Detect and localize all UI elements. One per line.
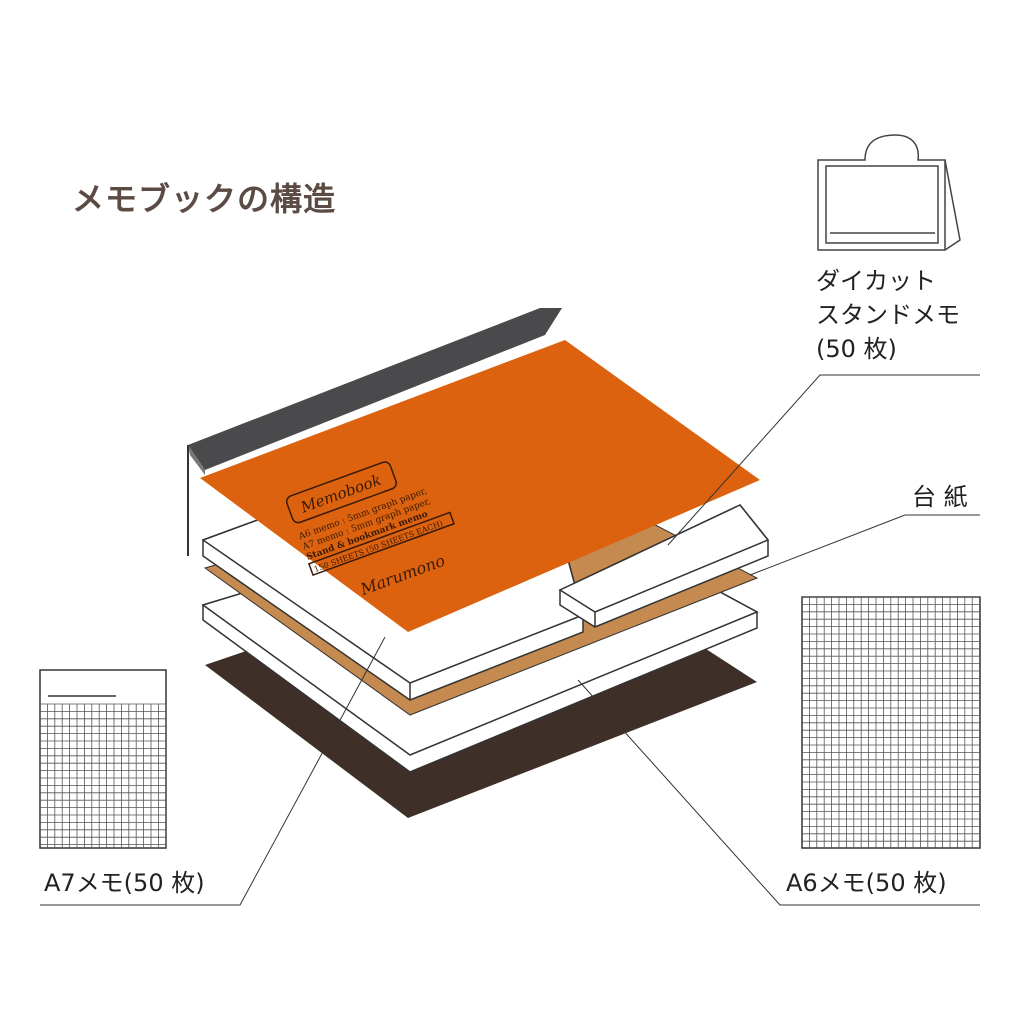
a7-label: A7メモ(50 枚)	[44, 869, 205, 897]
board-label: 台 紙	[912, 483, 968, 511]
diecut-pad	[558, 504, 770, 628]
diecut-label-line1: ダイカット	[816, 267, 936, 295]
diecut-label-line2: スタンドメモ	[816, 301, 960, 329]
stand-backing	[187, 308, 562, 556]
page-title: メモブックの構造	[72, 180, 337, 218]
a7-grid-icon	[39, 669, 167, 849]
diecut-label-line3: (50 枚)	[816, 335, 897, 363]
a6-label: A6メモ(50 枚)	[786, 869, 947, 897]
diecut-stand-memo-icon	[817, 134, 961, 251]
leader-lines	[40, 374, 980, 906]
diecut-label: ダイカット スタンドメモ (50 枚)	[816, 264, 960, 366]
a6-grid-icon	[801, 596, 981, 849]
orange-cover: Memobook A6 memo : 5mm graph paper, A7 m…	[200, 340, 760, 632]
